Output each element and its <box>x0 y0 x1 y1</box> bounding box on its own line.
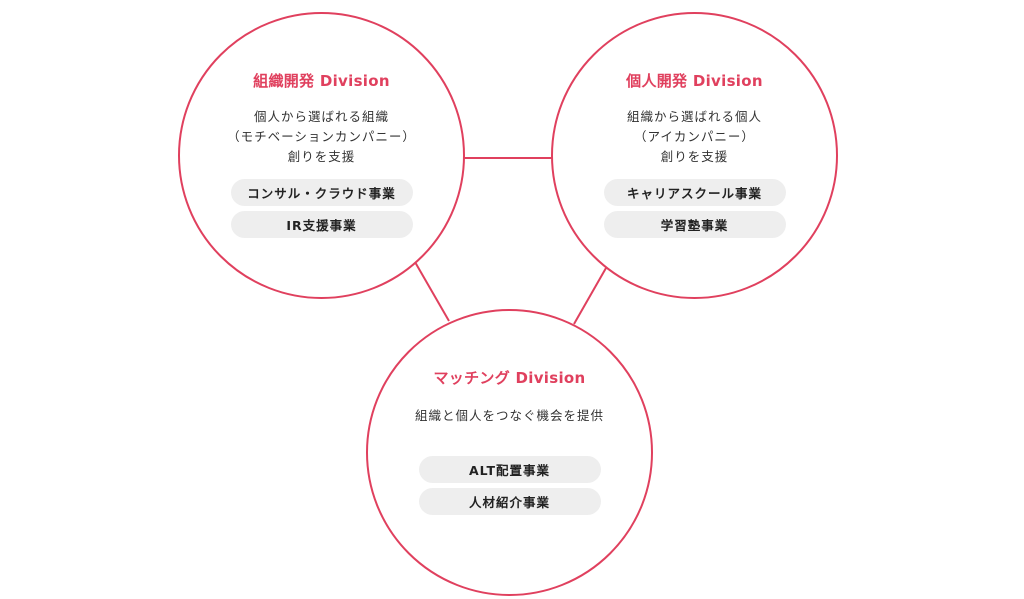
description-line: 創りを支援 <box>660 149 729 164</box>
connector-org-match <box>414 261 450 322</box>
business-list: ALT配置事業 人材紹介事業 <box>418 456 601 515</box>
description-line: （アイカンパニー） <box>634 129 755 144</box>
business-pill-consulting-cloud: コンサル・クラウド事業 <box>230 179 413 206</box>
division-circle-organization: 組織開発 Division 個人から選ばれる組織 （モチベーションカンパニー） … <box>178 12 465 299</box>
description-line: 組織から選ばれる個人 <box>626 109 762 124</box>
connector-ind-match <box>573 267 607 325</box>
division-title: 個人開発 Division <box>626 72 763 90</box>
division-circle-matching: マッチング Division 組織と個人をつなぐ機会を提供 ALT配置事業 人材… <box>366 309 653 596</box>
division-description: 組織と個人をつなぐ機会を提供 <box>415 406 604 426</box>
description-line: 創りを支援 <box>287 149 356 164</box>
division-title: 組織開発 Division <box>253 72 390 90</box>
business-pill-alt-placement: ALT配置事業 <box>418 456 601 483</box>
division-title: マッチング Division <box>433 369 586 387</box>
business-list: キャリアスクール事業 学習塾事業 <box>603 179 786 238</box>
description-line: （モチベーションカンパニー） <box>227 129 416 144</box>
division-description: 個人から選ばれる組織 （モチベーションカンパニー） 創りを支援 <box>227 107 416 167</box>
business-pill-ir-support: IR支援事業 <box>230 211 413 238</box>
business-pill-recruitment: 人材紹介事業 <box>418 488 601 515</box>
division-circle-individual: 個人開発 Division 組織から選ばれる個人 （アイカンパニー） 創りを支援… <box>551 12 838 299</box>
description-line: 組織と個人をつなぐ機会を提供 <box>414 408 604 423</box>
business-pill-cram-school: 学習塾事業 <box>603 211 786 238</box>
description-line: 個人から選ばれる組織 <box>253 109 389 124</box>
business-pill-career-school: キャリアスクール事業 <box>603 179 786 206</box>
business-list: コンサル・クラウド事業 IR支援事業 <box>230 179 413 238</box>
division-description: 組織から選ばれる個人 （アイカンパニー） 創りを支援 <box>627 107 762 167</box>
